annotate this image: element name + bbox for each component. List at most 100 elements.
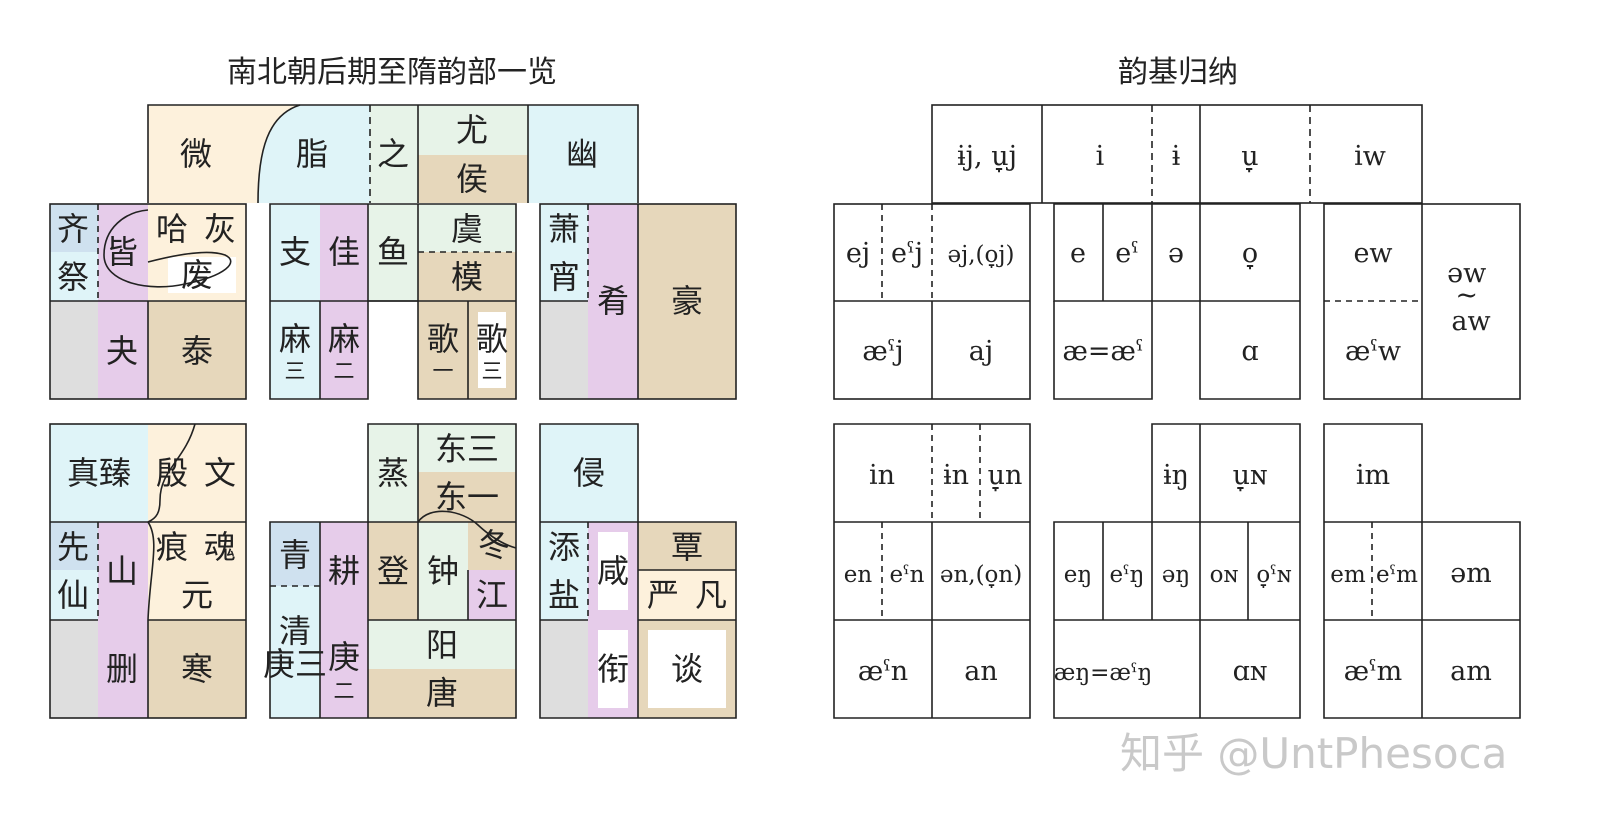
rhyme-hao: 豪 [671,282,703,320]
base-aecm: æˤm [1344,656,1403,687]
left-title: 南北朝后期至隋韵部一览 [227,55,557,90]
base-on: ən,(o̞n) [940,562,1022,588]
base-un: u̞n [988,460,1023,492]
base-eng: eŋ [1064,562,1092,588]
rhyme-ma3-num: 三 [285,359,306,383]
base-row1-c3: ɨ [1172,141,1181,172]
base-im: im [1356,460,1390,491]
right-labels: ɨj, u̞j i ɨ u̞ iw ej eˤj əj,(o̞j) æˤj aj… [844,141,1495,687]
rhyme-ma2-num: 二 [334,359,355,383]
base-schwa: ə [1168,238,1184,269]
rhyme-qin: 侵 [573,454,605,492]
left-lines [49,104,737,719]
rhyme-ha: 哈 [156,210,188,248]
rhyme-xiao: 萧 [548,210,580,248]
base-ieng: ɨŋ [1163,460,1189,491]
base-row1-c2: i [1096,141,1105,172]
rhyme-zhi3: 支 [279,233,311,271]
rhyme-qing2: 清 [279,612,311,650]
base-an: an [964,656,998,687]
rhyme-dong-single: 冬 [478,526,510,564]
rhyme-xian: 先 [57,528,89,566]
base-schwang: əŋ [1162,562,1190,588]
rhyme-zhi: 脂 [296,135,328,173]
right-lines [833,104,1521,719]
base-aeeq: æ=æˤ [1063,336,1144,367]
base-aecj: æˤj [862,336,903,367]
rhyme-zhen: 真臻 [67,454,131,492]
base-row1-c1: ɨj, u̞j [957,141,1017,173]
base-in: in [869,460,895,491]
rhyme-mo: 模 [451,258,483,296]
rhyme-yan2: 严 [647,576,679,614]
base-am: əm [1450,558,1492,589]
right-title: 韵基归纳 [1118,55,1238,90]
rhyme-yao: 肴 [597,282,629,320]
base-ong: oɴ [1210,562,1239,588]
rhyme-gengs: 耕 [328,552,360,590]
rhyme-you: 尤 [456,111,488,149]
base-ew: ew [1353,238,1392,269]
base-ej: ej [846,238,870,269]
base-aw-l3: aw [1451,306,1490,337]
rhyme-zhong: 钟 [427,552,459,590]
rhyme-hen: 痕 [156,528,188,566]
base-aecw: æˤw [1345,336,1401,367]
rhyme-yin: 殷 [156,454,188,492]
base-row1-c4: u̞ [1241,141,1258,173]
base-ang: ɑɴ [1233,656,1268,687]
rhyme-xian3: 咸 [597,552,629,590]
rhyme-you2: 幽 [566,135,598,173]
rhyme-zhi2: 之 [377,135,409,173]
base-aw: əw ~ aw [1447,258,1495,337]
rhyme-fan: 凡 [695,576,727,614]
base-e: e [1070,238,1086,269]
base-ec: eˤ [1115,238,1139,269]
base-am2: am [1450,656,1492,687]
rhyme-tan: 覃 [671,528,703,566]
base-ein: ɨn [943,460,969,491]
left-fills [50,105,736,718]
base-em: em [1330,562,1366,588]
base-aeng: æŋ=æˤŋ [1054,660,1153,686]
base-ecj: eˤj [891,238,923,269]
base-aecn: æˤn [858,656,908,687]
rhyme-zheng: 蒸 [377,454,409,492]
base-ocng: o̞ˤɴ [1256,562,1291,588]
rhyme-ge3: 歌 [476,320,508,358]
rhyme-tan2: 谈 [671,650,703,688]
rhyme-xian2: 仙 [57,576,89,614]
watermark: 知乎 @UntPhesoca [1120,729,1507,778]
base-ecng: eˤŋ [1110,562,1145,588]
rhyme-hun: 魂 [204,528,236,566]
base-aj: aj [969,336,993,367]
rhyme-wen: 文 [204,454,236,492]
rhyme-hou: 侯 [456,160,488,198]
rhyme-shan2: 删 [106,650,138,688]
rhyme-ma3: 麻 [279,320,311,358]
rhyme-xian4: 衔 [597,650,629,688]
rhyme-jia: 佳 [328,233,360,271]
base-ung: u̞ɴ [1233,460,1268,492]
rhyme-ma2: 麻 [328,320,360,358]
base-o: o̞ [1242,238,1258,270]
rhyme-dong3: 东三 [435,430,499,468]
rhyme-qing: 青 [279,536,311,574]
base-ecn: eˤn [890,562,925,588]
rhyme-ge1-num: 一 [433,359,454,383]
rhyme-tai: 泰 [181,332,213,370]
rhyme-wei: 微 [180,135,212,173]
rhyme-geng2: 庚 [328,638,360,676]
rhyme-jiang: 江 [476,576,508,614]
rhyme-yang: 阳 [426,626,458,664]
left-labels: 微 脂 之 尤 侯 幽 齐 祭 皆 哈 灰 废 夬 泰 支 佳 鱼 虞 模 麻 … [57,111,727,712]
rhyme-deng: 登 [377,552,409,590]
rhyme-geng3: 庚三 [263,645,327,683]
base-row1-c5: iw [1354,141,1386,172]
base-en: en [844,562,873,588]
rhyme-yu2: 虞 [451,210,483,248]
rhyme-hui: 灰 [204,210,236,248]
rhyme-yu: 鱼 [377,233,409,271]
rhyme-qi: 齐 [57,210,89,248]
